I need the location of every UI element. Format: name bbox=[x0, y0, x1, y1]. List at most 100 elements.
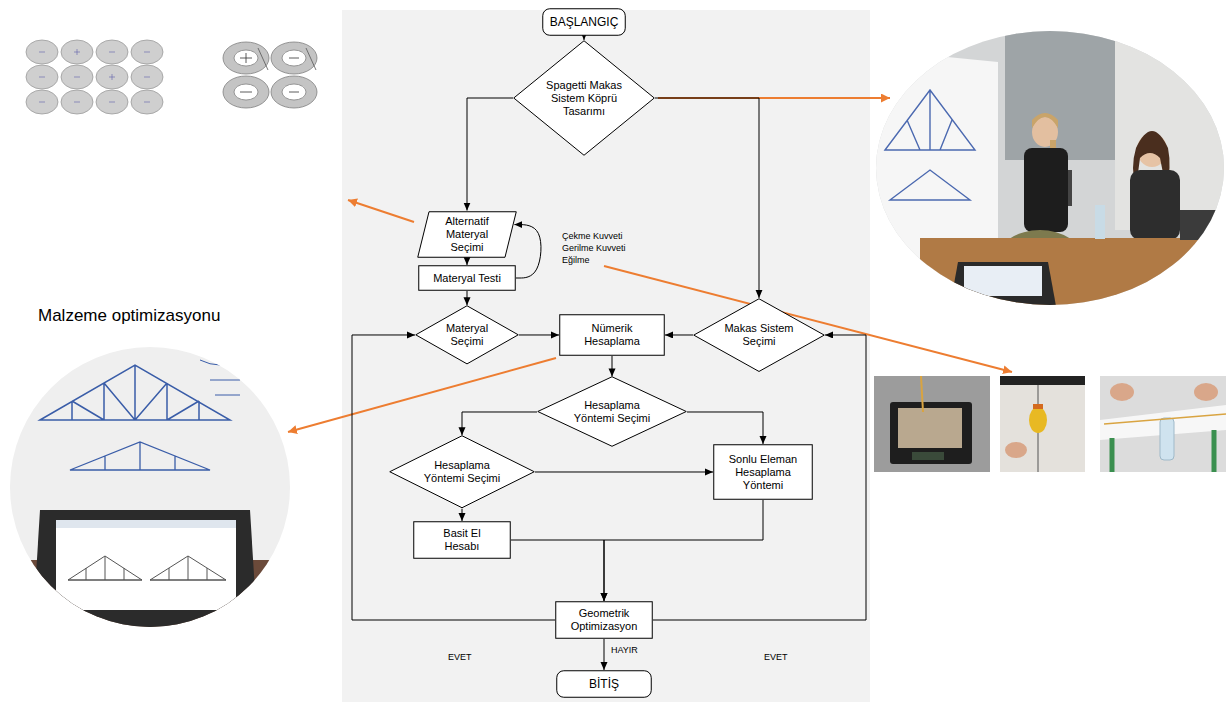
hollow-section-drawing bbox=[258, 48, 316, 70]
node-text-block: Geometrik Optimizasyon bbox=[567, 607, 641, 633]
solid-section-drawing bbox=[26, 40, 163, 114]
calculation-photo bbox=[68, 556, 226, 580]
bending-test-photo bbox=[1104, 414, 1226, 424]
node-label: Materyal Seçimi bbox=[441, 322, 493, 348]
node-text-block: BAŞLANGIÇ bbox=[544, 16, 624, 29]
hanging-scale-photo bbox=[1033, 404, 1043, 409]
box-outline bbox=[556, 602, 653, 639]
node-text-block: Materyal Seçimi bbox=[441, 322, 493, 348]
edge-label: EVET bbox=[764, 652, 788, 663]
leader-arrow bbox=[348, 200, 414, 222]
flow-arrow bbox=[612, 356, 613, 376]
process-box: Materyal Testi bbox=[418, 265, 516, 291]
bending-test-photo bbox=[1194, 383, 1218, 401]
section-center-marks bbox=[39, 49, 150, 102]
diamond-outline bbox=[390, 436, 535, 508]
edge-label: HAYIR bbox=[611, 645, 638, 656]
diamond-outline bbox=[538, 377, 687, 447]
hanging-scale-photo bbox=[1005, 442, 1027, 458]
decision-diamond: Makas Sistem Seçimi bbox=[693, 298, 825, 372]
box-outline bbox=[560, 315, 665, 356]
test-note: Eğilme bbox=[562, 255, 590, 266]
start-terminal: BAŞLANGIÇ bbox=[542, 8, 626, 36]
team-photo bbox=[1180, 210, 1228, 240]
hanging-scale-photo bbox=[1029, 407, 1047, 433]
node-text-block: Nümerik Hesaplama bbox=[580, 322, 644, 348]
connector-group bbox=[352, 36, 866, 670]
calculation-photo bbox=[8, 345, 292, 640]
node-label: Alternatif Materyal Seçimi bbox=[437, 215, 497, 254]
diamond-outline bbox=[514, 41, 655, 156]
scale-photo bbox=[898, 408, 962, 448]
team-photo bbox=[1024, 148, 1068, 232]
flow-arrow bbox=[604, 639, 605, 670]
diamond-outline bbox=[416, 306, 519, 364]
box-outline bbox=[419, 266, 516, 291]
scale-photo bbox=[874, 376, 990, 472]
node-text-block: Spagetti Makas Sistem Köprü Tasarımı bbox=[541, 79, 627, 118]
team-photo bbox=[1095, 205, 1105, 239]
test-note: Gerilme Kuvveti bbox=[562, 243, 626, 254]
flow-arrow bbox=[687, 412, 763, 444]
end-terminal: BİTİŞ bbox=[556, 670, 652, 698]
calculation-photo bbox=[8, 345, 292, 630]
flow-arrow bbox=[519, 334, 559, 335]
flow-arrow bbox=[467, 291, 468, 305]
parallelogram-outline bbox=[418, 211, 517, 257]
flow-arrow bbox=[352, 335, 555, 620]
calculation-photo bbox=[70, 442, 210, 470]
node-label: BAŞLANGIÇ bbox=[544, 16, 624, 29]
leader-arrow bbox=[288, 98, 1012, 432]
flow-arrow bbox=[604, 500, 763, 601]
team-photo bbox=[964, 266, 1042, 296]
flowchart-panel bbox=[342, 10, 870, 702]
decision-diamond: Spagetti Makas Sistem Köprü Tasarımı bbox=[513, 40, 655, 156]
node-text-block: Materyal Testi bbox=[424, 272, 510, 285]
hollow-section-drawing bbox=[240, 53, 299, 92]
team-photo bbox=[1032, 113, 1058, 128]
flow-arrow bbox=[655, 98, 759, 298]
calculation-photo bbox=[56, 520, 236, 528]
node-text-block: Hesaplama Yöntemi Seçimi bbox=[571, 399, 653, 425]
bending-test-photo bbox=[1100, 376, 1226, 472]
hanging-scale-photo bbox=[1000, 376, 1085, 385]
node-label: Makas Sistem Seçimi bbox=[720, 322, 798, 348]
node-label: Spagetti Makas Sistem Köprü Tasarımı bbox=[541, 79, 627, 118]
hanging-scale-photo bbox=[1000, 376, 1085, 472]
flow-arrow bbox=[665, 334, 693, 335]
calculation-photo bbox=[200, 360, 240, 395]
node-label: Sonlu Eleman Hesaplama Yöntemi bbox=[723, 453, 803, 492]
bending-test-photo bbox=[1110, 383, 1134, 401]
diamond-outline bbox=[694, 299, 825, 372]
box-outline bbox=[557, 671, 652, 698]
edge-label: EVET bbox=[448, 652, 472, 663]
flow-arrow bbox=[467, 98, 513, 211]
scale-photo bbox=[890, 402, 972, 464]
team-photo bbox=[1005, 30, 1115, 160]
test-note: Çekme Kuvveti bbox=[562, 231, 623, 242]
team-photo bbox=[870, 28, 1228, 308]
flow-arrow bbox=[462, 509, 463, 521]
section-center-marks bbox=[39, 49, 150, 102]
bending-test-photo bbox=[1160, 418, 1174, 460]
decision-diamond: Materyal Seçimi bbox=[415, 305, 519, 365]
process-box: Geometrik Optimizasyon bbox=[555, 601, 653, 639]
bending-test-photo bbox=[1100, 376, 1226, 472]
hanging-scale-photo bbox=[1000, 376, 1085, 472]
flow-arrow bbox=[462, 412, 537, 435]
node-text-block: Alternatif Materyal Seçimi bbox=[437, 215, 497, 254]
node-label: Geometrik Optimizasyon bbox=[567, 607, 641, 633]
section-caption: Malzeme optimizasyonu bbox=[38, 306, 220, 326]
box-outline bbox=[543, 9, 626, 36]
process-box: Basit El Hesabı bbox=[413, 521, 511, 559]
calculation-photo bbox=[40, 365, 230, 420]
node-label: Basit El Hesabı bbox=[434, 527, 490, 553]
node-label: BİTİŞ bbox=[564, 678, 644, 691]
leader-arrow bbox=[288, 358, 556, 432]
calculation-photo bbox=[32, 510, 258, 640]
flow-arrow bbox=[511, 540, 604, 601]
decision-diamond: Hesaplama Yöntemi Seçimi bbox=[389, 435, 535, 508]
node-label: Nümerik Hesaplama bbox=[580, 322, 644, 348]
